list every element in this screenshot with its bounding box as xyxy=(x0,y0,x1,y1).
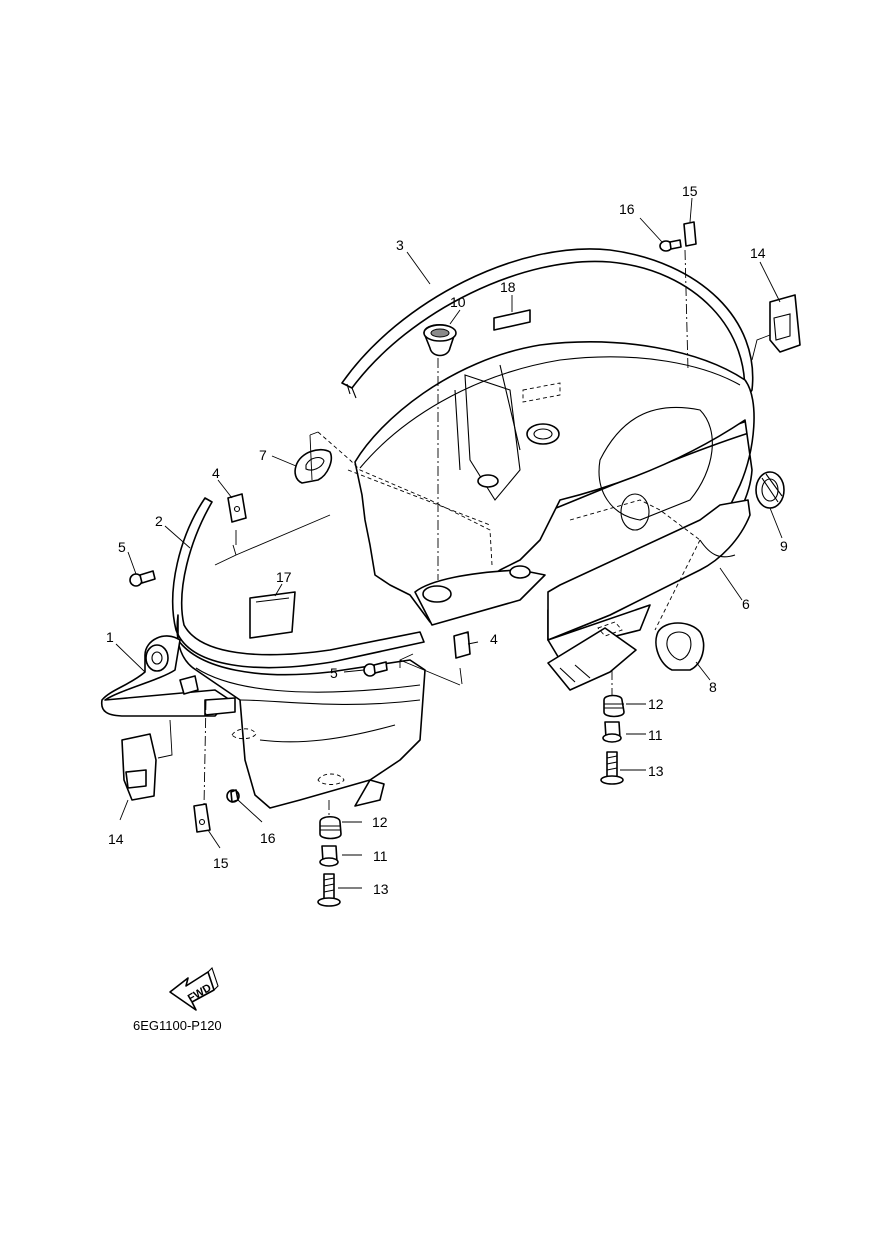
part-5-bolt-right xyxy=(363,661,388,677)
part-5-bolt-left xyxy=(129,570,156,587)
callout-1: 1 xyxy=(106,629,114,645)
callout-12-bottom: 12 xyxy=(372,814,388,830)
callout-13-bottom: 13 xyxy=(373,881,389,897)
callout-18: 18 xyxy=(500,279,516,295)
part-16-screw-top xyxy=(659,239,682,252)
part-4-clip-left xyxy=(227,493,247,523)
callout-6: 6 xyxy=(742,596,750,612)
part-18-label xyxy=(493,309,561,403)
part-8-grommet xyxy=(655,622,705,671)
part-15-clip-bottom xyxy=(193,803,211,833)
part-14-clamp-left xyxy=(121,733,157,801)
callout-5-left: 5 xyxy=(118,539,126,555)
callout-4-left: 4 xyxy=(212,465,220,481)
part-2-seal-strip xyxy=(171,497,425,669)
callout-9: 9 xyxy=(780,538,788,554)
callout-15-top: 15 xyxy=(682,183,698,199)
callout-4-right: 4 xyxy=(490,631,498,647)
callout-5-right: 5 xyxy=(330,665,338,681)
callout-14-left: 14 xyxy=(108,831,124,847)
callout-8: 8 xyxy=(709,679,717,695)
callout-2: 2 xyxy=(155,513,163,529)
bottom-cowling-rear xyxy=(354,341,755,691)
callout-13-right: 13 xyxy=(648,763,664,779)
callout-15-bottom: 15 xyxy=(213,855,229,871)
callout-16-bottom: 16 xyxy=(260,830,276,846)
leader-lines xyxy=(115,197,783,889)
part-14-clamp-right xyxy=(769,294,801,353)
callout-14-right: 14 xyxy=(750,245,766,261)
callout-3: 3 xyxy=(396,237,404,253)
callout-7: 7 xyxy=(259,447,267,463)
part-7-grommet xyxy=(294,448,333,484)
part-4-clip-right xyxy=(453,631,471,659)
fwd-arrow-icon: FWD xyxy=(169,966,219,1011)
part-16-screw-bottom xyxy=(226,789,240,803)
callout-17: 17 xyxy=(276,569,292,585)
figure-code: 6EG1100-P120 xyxy=(133,1018,222,1033)
part-9-plug xyxy=(755,471,785,509)
bottom-cowling-front xyxy=(176,614,426,809)
part-17-label xyxy=(249,591,296,639)
callout-16-top: 16 xyxy=(619,201,635,217)
callouts: 1 2 3 4 4 5 5 6 7 8 9 10 11 11 12 12 13 … xyxy=(106,183,788,897)
part-15-clip-top xyxy=(683,221,697,247)
mount-stack-right xyxy=(600,694,625,785)
assembly-lines xyxy=(157,249,771,818)
callout-11-bottom: 11 xyxy=(373,848,388,864)
mount-stack-left xyxy=(317,815,342,907)
part-10-plug xyxy=(423,323,457,357)
callout-12-right: 12 xyxy=(648,696,664,712)
callout-10: 10 xyxy=(450,294,466,310)
part-1-bracket xyxy=(100,635,236,717)
callout-11-right: 11 xyxy=(648,727,663,743)
